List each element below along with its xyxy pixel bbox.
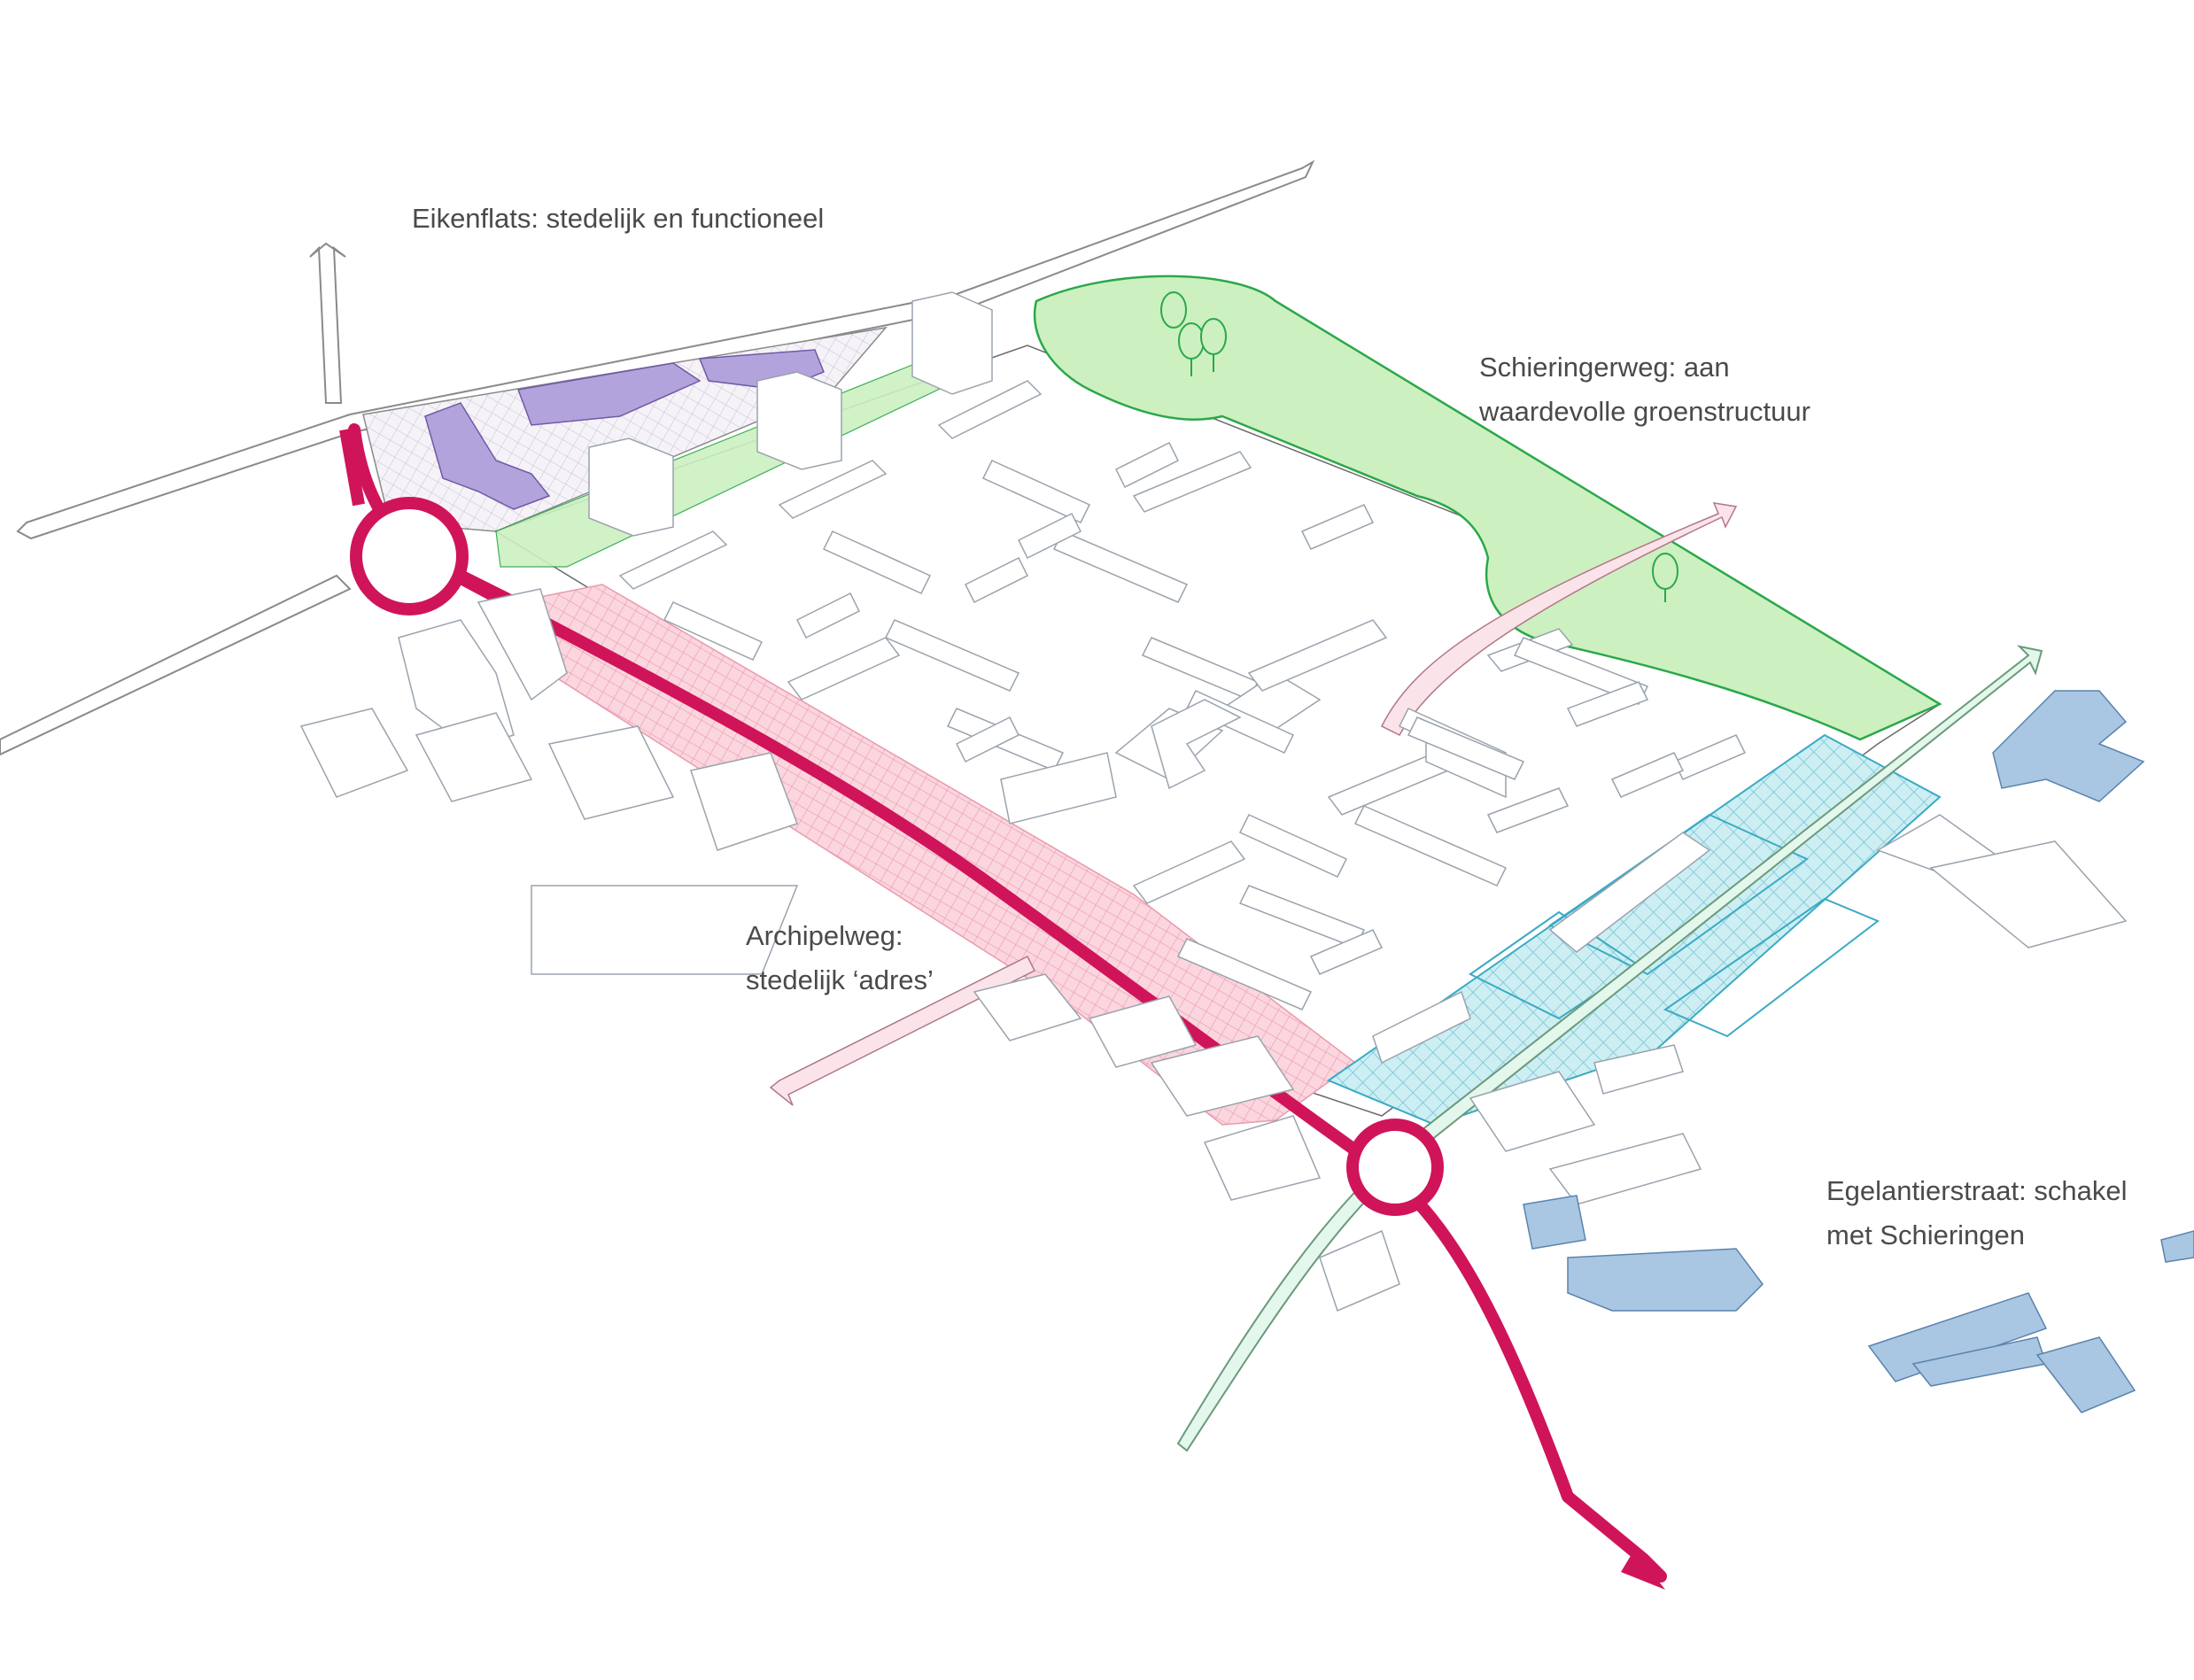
archipelweg-label-line1: Archipelweg: bbox=[746, 920, 903, 951]
archipelweg-label-line2: stedelijk ‘adres’ bbox=[746, 964, 934, 995]
tree-icon bbox=[1160, 291, 1678, 602]
schieringerweg-label: Schieringerweg: aan waardevolle groenstr… bbox=[1479, 345, 1810, 434]
roundabout-icon bbox=[1346, 1119, 1444, 1216]
road-stub-north bbox=[339, 428, 365, 507]
egelantierstraat-label-line2: met Schieringen bbox=[1826, 1219, 2026, 1250]
egelantierstraat-axis bbox=[1176, 645, 2043, 1452]
roundabout-icon bbox=[350, 497, 469, 615]
schieringen-buildings bbox=[1523, 690, 2194, 1413]
egelantierstraat-zone bbox=[1326, 733, 1942, 1126]
egelantierstraat-label-line1: Egelantierstraat: schakel bbox=[1826, 1175, 2128, 1206]
archipelweg-arrow bbox=[769, 955, 1036, 1106]
white-buildings bbox=[299, 291, 2128, 1312]
eikenflats-label-line1: Eikenflats: stedelijk en functioneel bbox=[412, 203, 825, 234]
eikenflats-label: Eikenflats: stedelijk en functioneel bbox=[412, 197, 824, 241]
archipelweg-label: Archipelweg: stedelijk ‘adres’ bbox=[746, 914, 934, 1003]
egelantierstraat-label: Egelantierstraat: schakel met Schieringe… bbox=[1826, 1169, 2127, 1258]
schieringerweg-label-line2: waardevolle groenstructuur bbox=[1479, 396, 1810, 427]
main-road-arrowhead bbox=[1621, 1550, 1665, 1590]
outline-road-north bbox=[0, 159, 1315, 756]
schieringerweg-arrow bbox=[1380, 502, 1738, 736]
schieringerweg-label-line1: Schieringerweg: aan bbox=[1479, 352, 1730, 383]
